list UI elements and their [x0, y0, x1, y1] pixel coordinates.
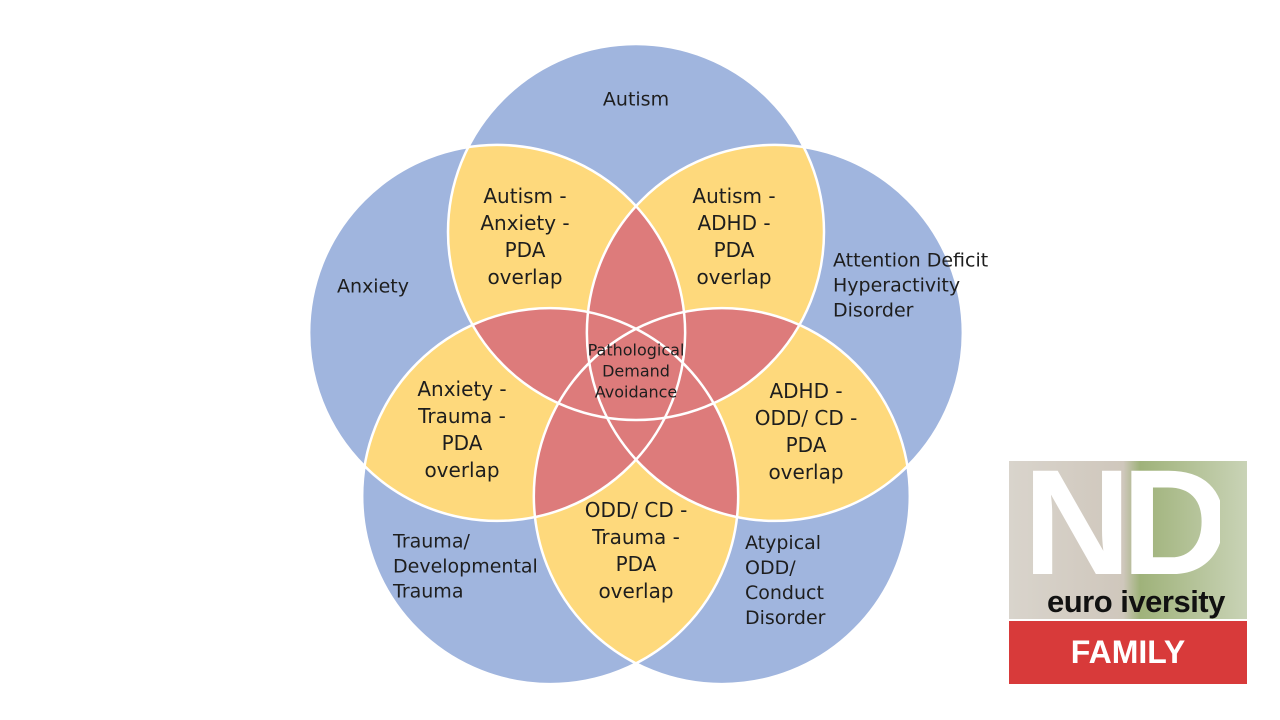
circle-outline	[532, 306, 912, 686]
circle-label-anxiety: Anxiety	[337, 275, 409, 298]
overlap-label-autism-anxiety: Autism - Anxiety - PDA overlap	[480, 184, 570, 289]
circle-outline	[446, 42, 826, 422]
logo-photo	[1009, 461, 1247, 619]
circle-outline	[585, 143, 965, 523]
circle-label-adhd: Attention Deficit Hyperactivity Disorder	[833, 249, 989, 322]
overlap-label-odd-trauma: ODD/ CD - Trauma - PDA overlap	[584, 498, 688, 603]
overlap-label-anxiety-trauma: Anxiety - Trauma - PDA overlap	[417, 377, 507, 482]
circle-outline	[307, 143, 687, 523]
pda-petal	[586, 308, 739, 521]
center-label-pda: Pathological Demand Avoidance	[587, 340, 685, 402]
circle-label-odd: Atypical ODD/ Conduct Disorder	[745, 532, 826, 629]
logo-nd-letters: ND	[1023, 461, 1220, 583]
overlap-label-adhd-odd: ADHD - ODD/ CD - PDA overlap	[754, 379, 858, 484]
logo-family-banner: FAMILY	[1009, 621, 1247, 684]
neurodiversity-family-logo: ND euro iversity FAMILY	[1009, 461, 1247, 684]
circle-outline	[360, 306, 740, 686]
logo-word: euro iversity	[1047, 584, 1225, 619]
circle-label-autism: Autism	[602, 88, 670, 111]
overlap-label-autism-adhd: Autism - ADHD - PDA overlap	[692, 184, 776, 289]
circle-label-trauma: Trauma/ Developmental Trauma	[393, 530, 538, 603]
